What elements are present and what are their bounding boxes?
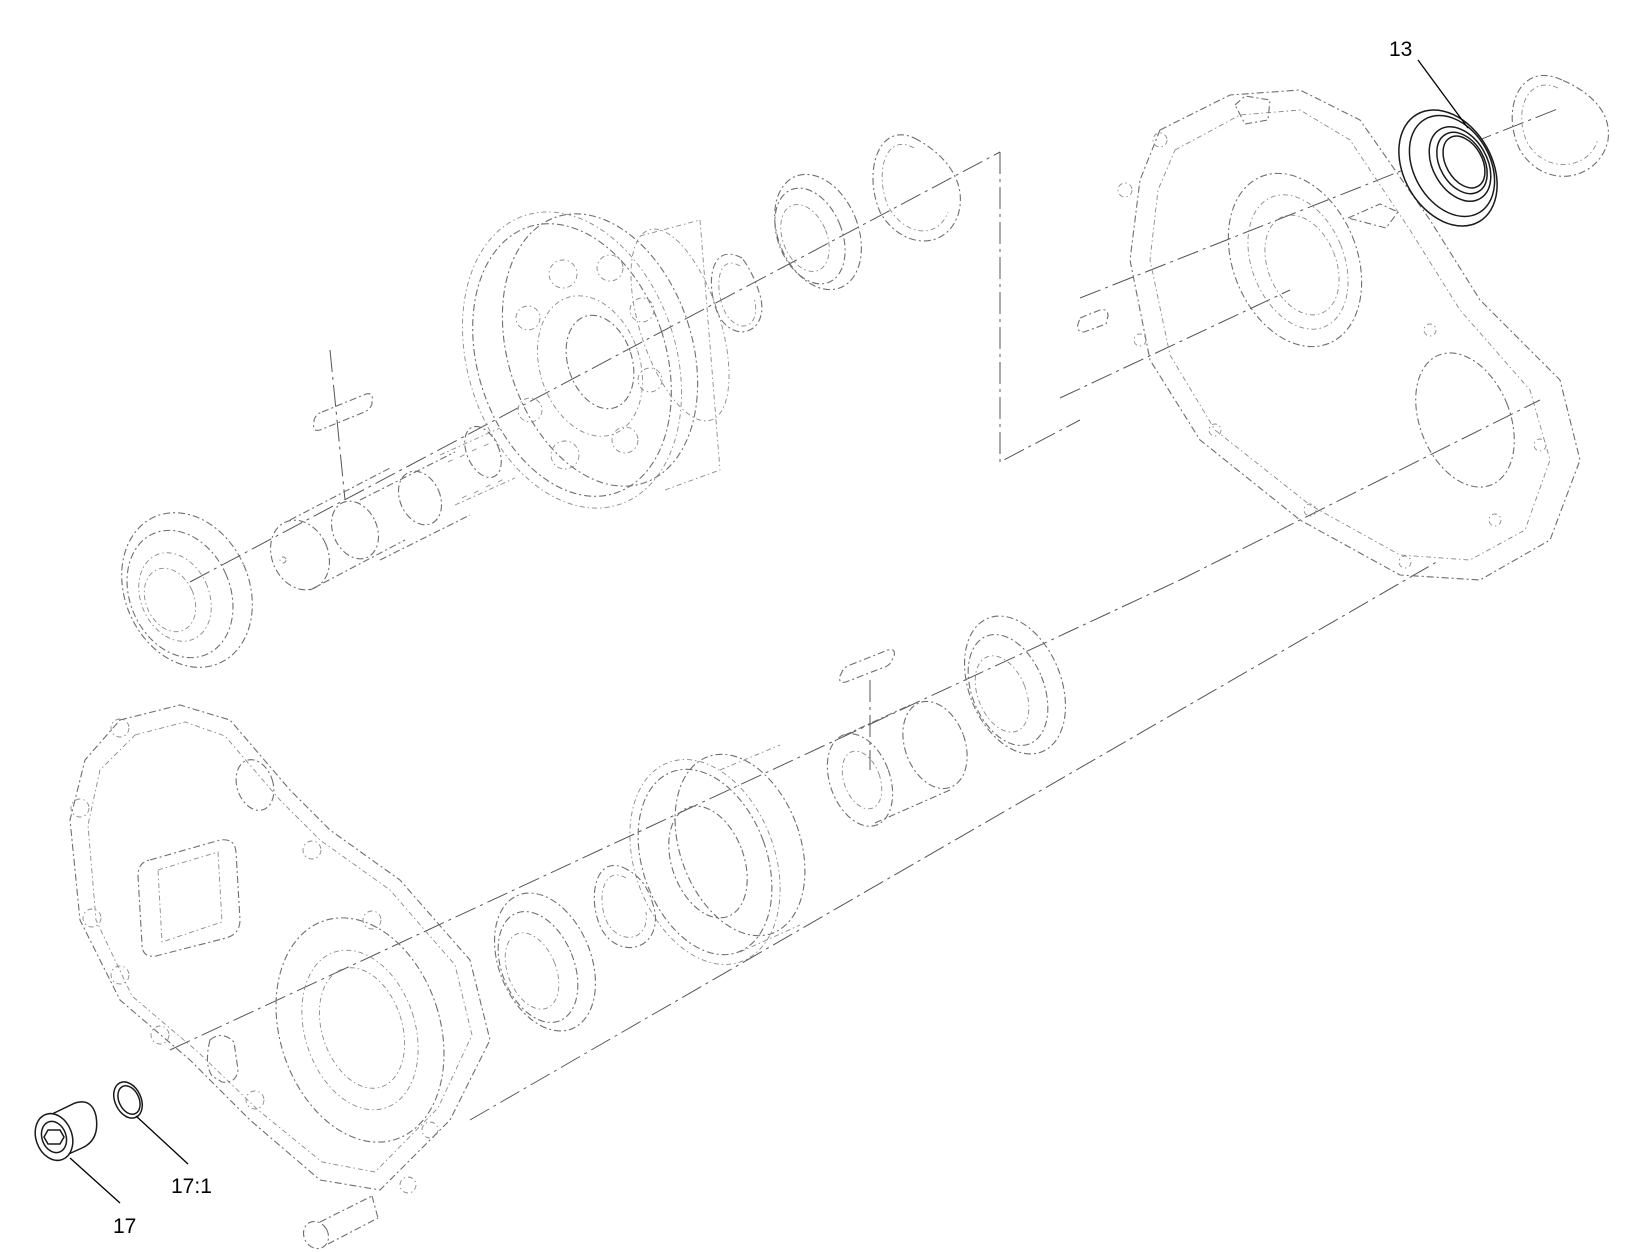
lower-bearing-right <box>963 615 1067 755</box>
callout-label-17-1: 17:1 <box>171 1175 212 1198</box>
upper-bearing-right <box>774 173 862 291</box>
callout-13: 13 <box>1389 38 1469 129</box>
upper-shaft <box>269 425 516 591</box>
lower-key <box>839 649 895 683</box>
right-snap-ring <box>1511 74 1609 177</box>
plug-17 <box>34 1101 98 1162</box>
small-spur-gear <box>629 744 806 965</box>
upper-key <box>313 393 373 431</box>
large-spur-gear <box>462 211 730 509</box>
left-housing <box>69 704 491 1194</box>
upper-bearing-left <box>121 512 253 668</box>
right-housing <box>1077 89 1581 581</box>
bolt <box>302 1195 379 1250</box>
callout-17-1: 17:1 <box>135 1115 212 1198</box>
lower-bearing-left <box>493 892 597 1032</box>
callout-label-13: 13 <box>1389 38 1412 61</box>
upper-snap-ring-large <box>872 134 961 242</box>
axis-lines <box>169 107 1561 1121</box>
lower-hub-sleeve <box>826 700 968 827</box>
lower-snap-ring <box>593 864 656 948</box>
seal-13 <box>1398 109 1498 227</box>
callout-label-17: 17 <box>113 1215 136 1238</box>
o-ring-17-1 <box>112 1081 144 1119</box>
upper-snap-ring-small <box>710 253 763 333</box>
leader-line-17-1 <box>135 1115 189 1165</box>
leader-line-17 <box>69 1157 121 1204</box>
callout-17: 17 <box>69 1157 136 1238</box>
leader-line-13 <box>1417 59 1469 129</box>
